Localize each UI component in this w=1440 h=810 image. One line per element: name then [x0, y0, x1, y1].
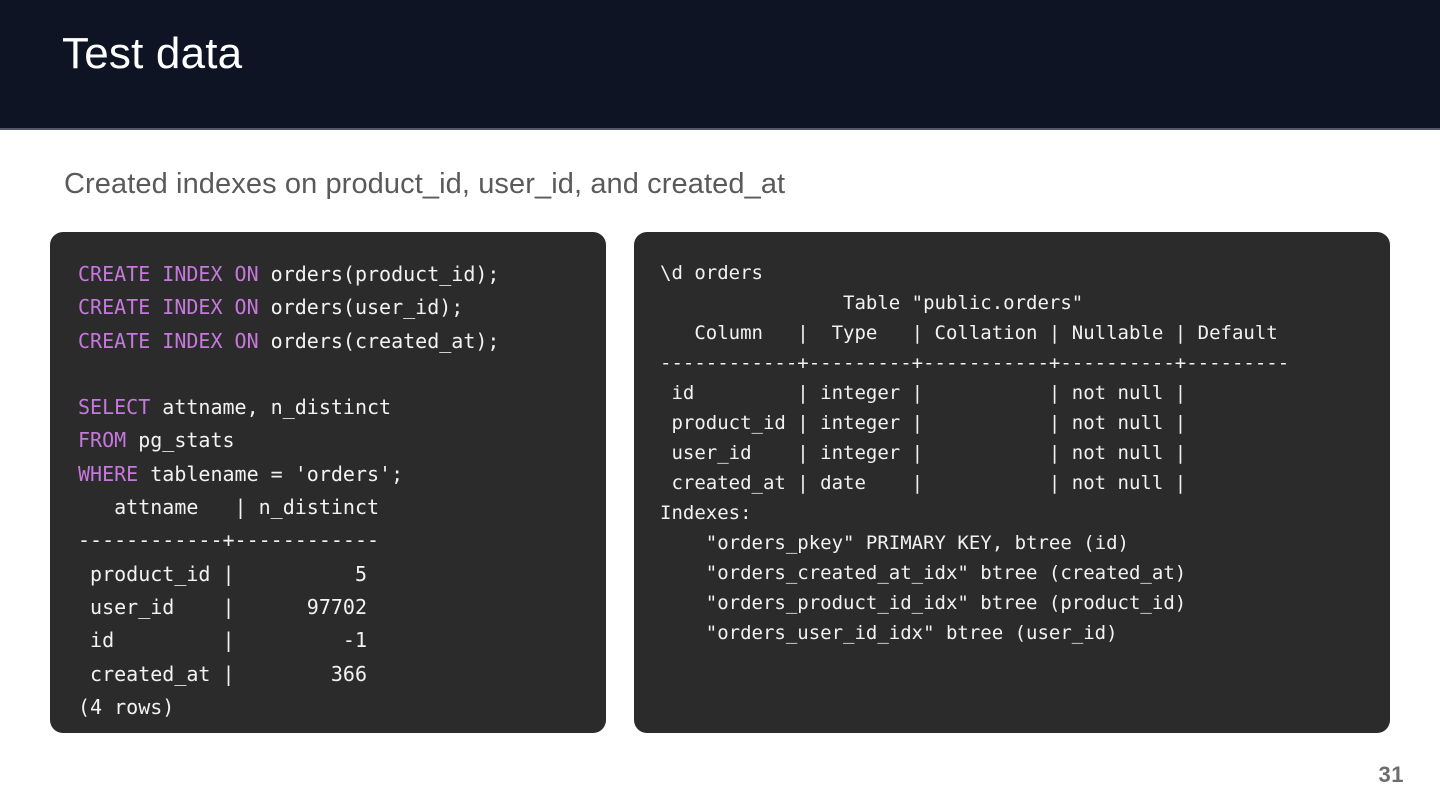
sql-keyword-select: SELECT [78, 395, 151, 420]
psql-describe-orders-output: \d orders Table "public.orders" Column |… [660, 262, 1290, 644]
pg-stats-row-count: (4 rows) [78, 694, 175, 719]
sql-keyword-from: FROM [78, 428, 127, 453]
slide-header-band: Test data [0, 0, 1440, 130]
sql-index-creation-panel: CREATE INDEX ON orders(product_id); CREA… [50, 232, 606, 733]
table-row: created_at | 366 [78, 661, 367, 686]
page-title: Test data [62, 29, 243, 78]
pg-stats-result-header: attname | n_distinct [78, 495, 380, 520]
sql-index-creation-code: CREATE INDEX ON orders(product_id); CREA… [78, 262, 500, 719]
sql-keyword-create-index-3: CREATE INDEX ON [78, 328, 259, 353]
table-row: product_id | 5 [78, 561, 367, 586]
slide-subtitle: Created indexes on product_id, user_id, … [64, 168, 786, 200]
page-number: 31 [1378, 762, 1404, 787]
table-row: user_id | 97702 [78, 594, 367, 619]
sql-keyword-create-index-1: CREATE INDEX ON [78, 262, 259, 286]
psql-describe-orders-panel: \d orders Table "public.orders" Column |… [634, 232, 1390, 733]
sql-keyword-create-index-2: CREATE INDEX ON [78, 295, 259, 320]
pg-stats-result-separator: ------------+------------ [78, 528, 380, 553]
sql-keyword-where: WHERE [78, 461, 139, 486]
table-row: id | -1 [78, 628, 367, 653]
